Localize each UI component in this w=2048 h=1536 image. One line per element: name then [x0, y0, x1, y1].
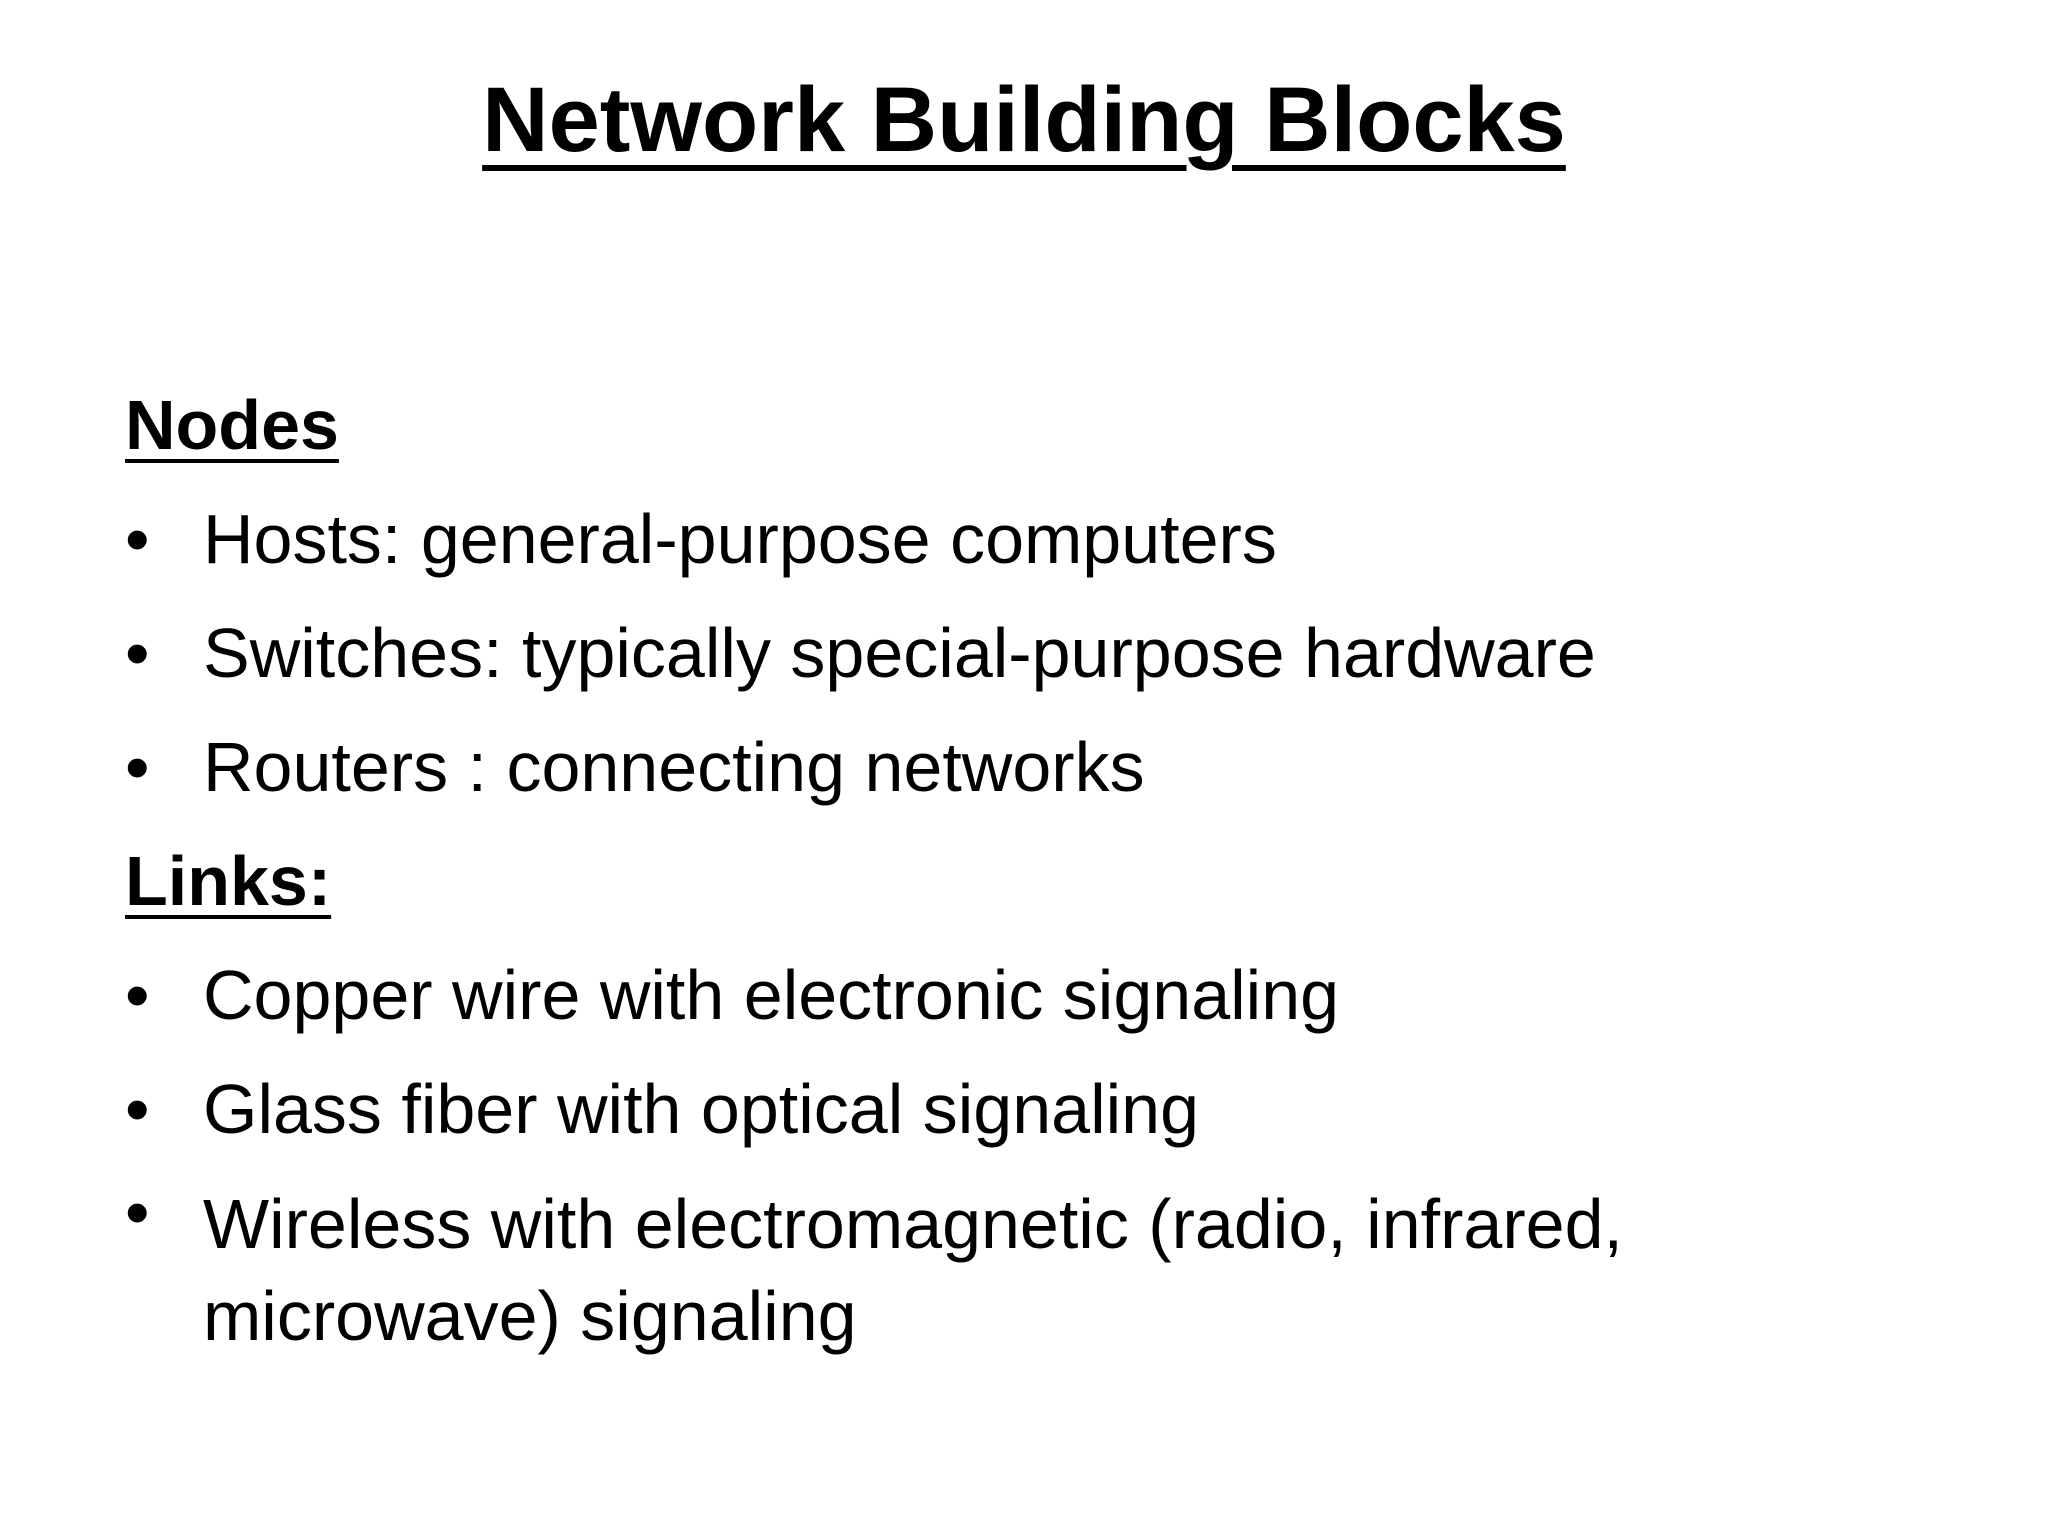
bullet-icon: •: [125, 500, 150, 578]
bullet-icon: •: [125, 614, 150, 692]
list-item: • Wireless with electromagnetic (radio, …: [125, 1166, 1843, 1362]
list-item-text: Hosts: general-purpose computers: [203, 500, 1277, 578]
list-item-text: Glass fiber with optical signaling: [203, 1070, 1200, 1148]
list-item: • Switches: typically special-purpose ha…: [125, 596, 1925, 710]
section-heading-links: Links:: [125, 842, 332, 920]
list-item: • Copper wire with electronic signaling: [125, 938, 1925, 1052]
list-item-text: Routers : connecting networks: [203, 728, 1145, 806]
list-item-text: Wireless with electromagnetic (radio, in…: [203, 1185, 1623, 1355]
links-bullet-list: • Copper wire with electronic signaling …: [125, 938, 1925, 1362]
slide-title: Network Building Blocks: [482, 69, 1566, 171]
bullet-icon: •: [125, 956, 150, 1034]
slide-body: Nodes • Hosts: general-purpose computers…: [125, 368, 1925, 1362]
list-item-text: Switches: typically special-purpose hard…: [203, 614, 1596, 692]
list-item: • Hosts: general-purpose computers: [125, 482, 1925, 596]
nodes-bullet-list: • Hosts: general-purpose computers • Swi…: [125, 482, 1925, 824]
list-item: • Glass fiber with optical signaling: [125, 1052, 1925, 1166]
list-item-text: Copper wire with electronic signaling: [203, 956, 1340, 1034]
bullet-icon: •: [125, 1070, 150, 1148]
bullet-icon: •: [125, 728, 150, 806]
list-item: • Routers : connecting networks: [125, 710, 1925, 824]
section-heading-nodes: Nodes: [125, 386, 339, 464]
bullet-icon: •: [125, 1173, 150, 1251]
